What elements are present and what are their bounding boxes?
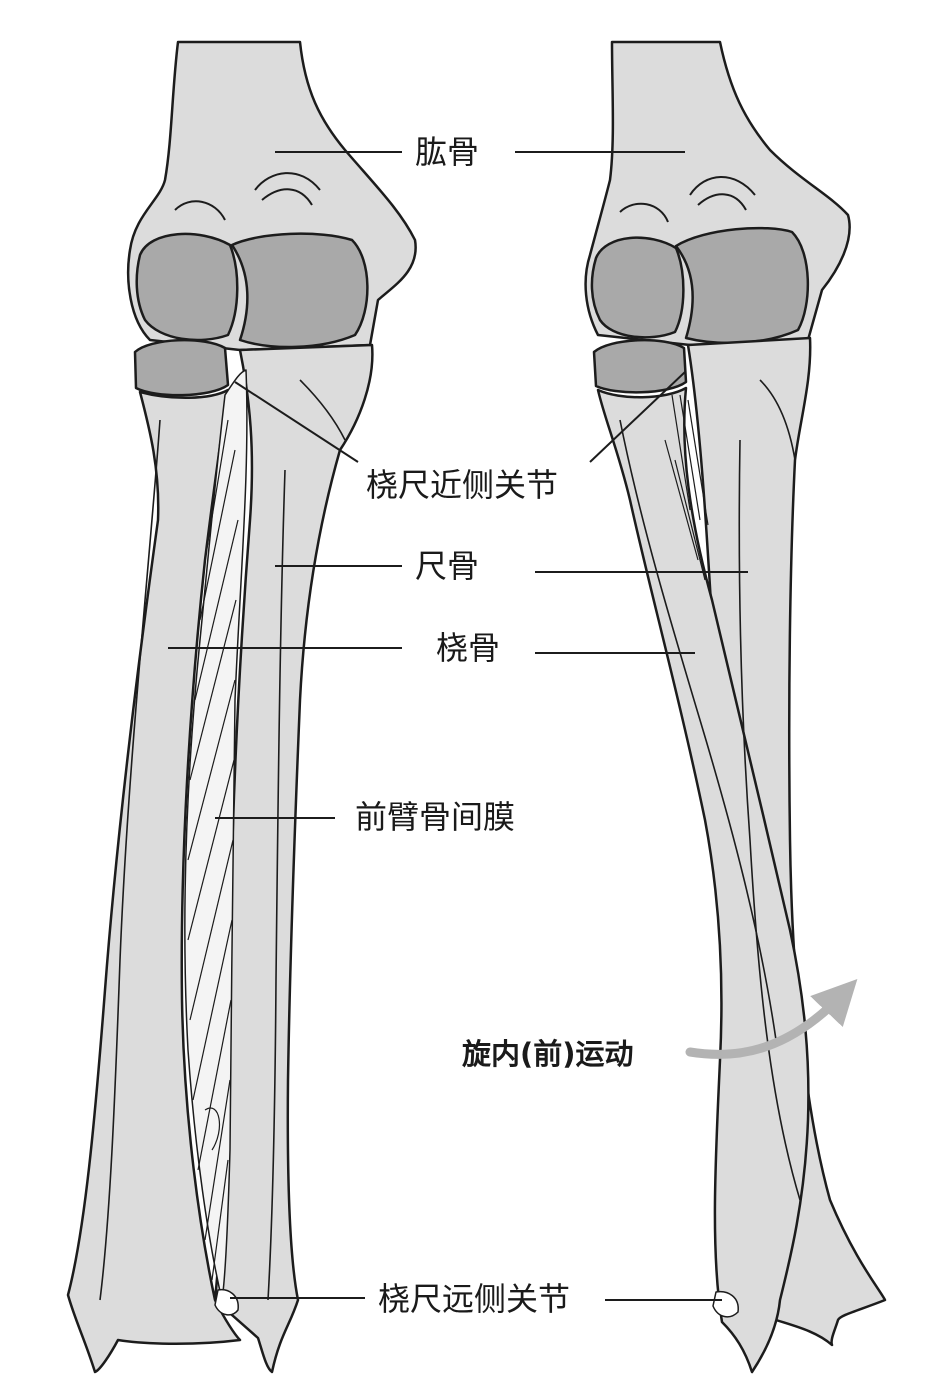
left-radius-head: [133, 338, 230, 397]
right-radius: [596, 386, 810, 1374]
label-pronation: 旋内(前)运动: [462, 1037, 634, 1071]
left-trochlea: [230, 232, 369, 349]
label-interosseous-membrane: 前臂骨间膜: [355, 798, 516, 836]
label-humerus: 肱骨: [415, 133, 480, 171]
left-distal-joint-highlight: [214, 1288, 239, 1316]
leader-lines: [168, 151, 748, 1301]
pronation-arrow: [685, 978, 858, 1059]
left-capitulum: [135, 232, 239, 342]
right-trochlea: [674, 226, 810, 345]
label-distal-radioulnar-joint: 桡尺远侧关节: [378, 1280, 571, 1318]
left-forearm-illustration: [66, 40, 417, 1374]
right-forearm-illustration: [584, 40, 887, 1374]
right-radius-head: [592, 338, 688, 394]
label-proximal-radioulnar-joint: 桡尺近侧关节: [366, 466, 559, 504]
right-capitulum: [590, 236, 685, 339]
left-radius: [66, 388, 242, 1374]
left-ulna: [213, 343, 374, 1374]
label-radius: 桡骨: [436, 629, 501, 667]
right-distal-joint-highlight: [712, 1290, 739, 1318]
label-ulna: 尺骨: [415, 547, 480, 585]
